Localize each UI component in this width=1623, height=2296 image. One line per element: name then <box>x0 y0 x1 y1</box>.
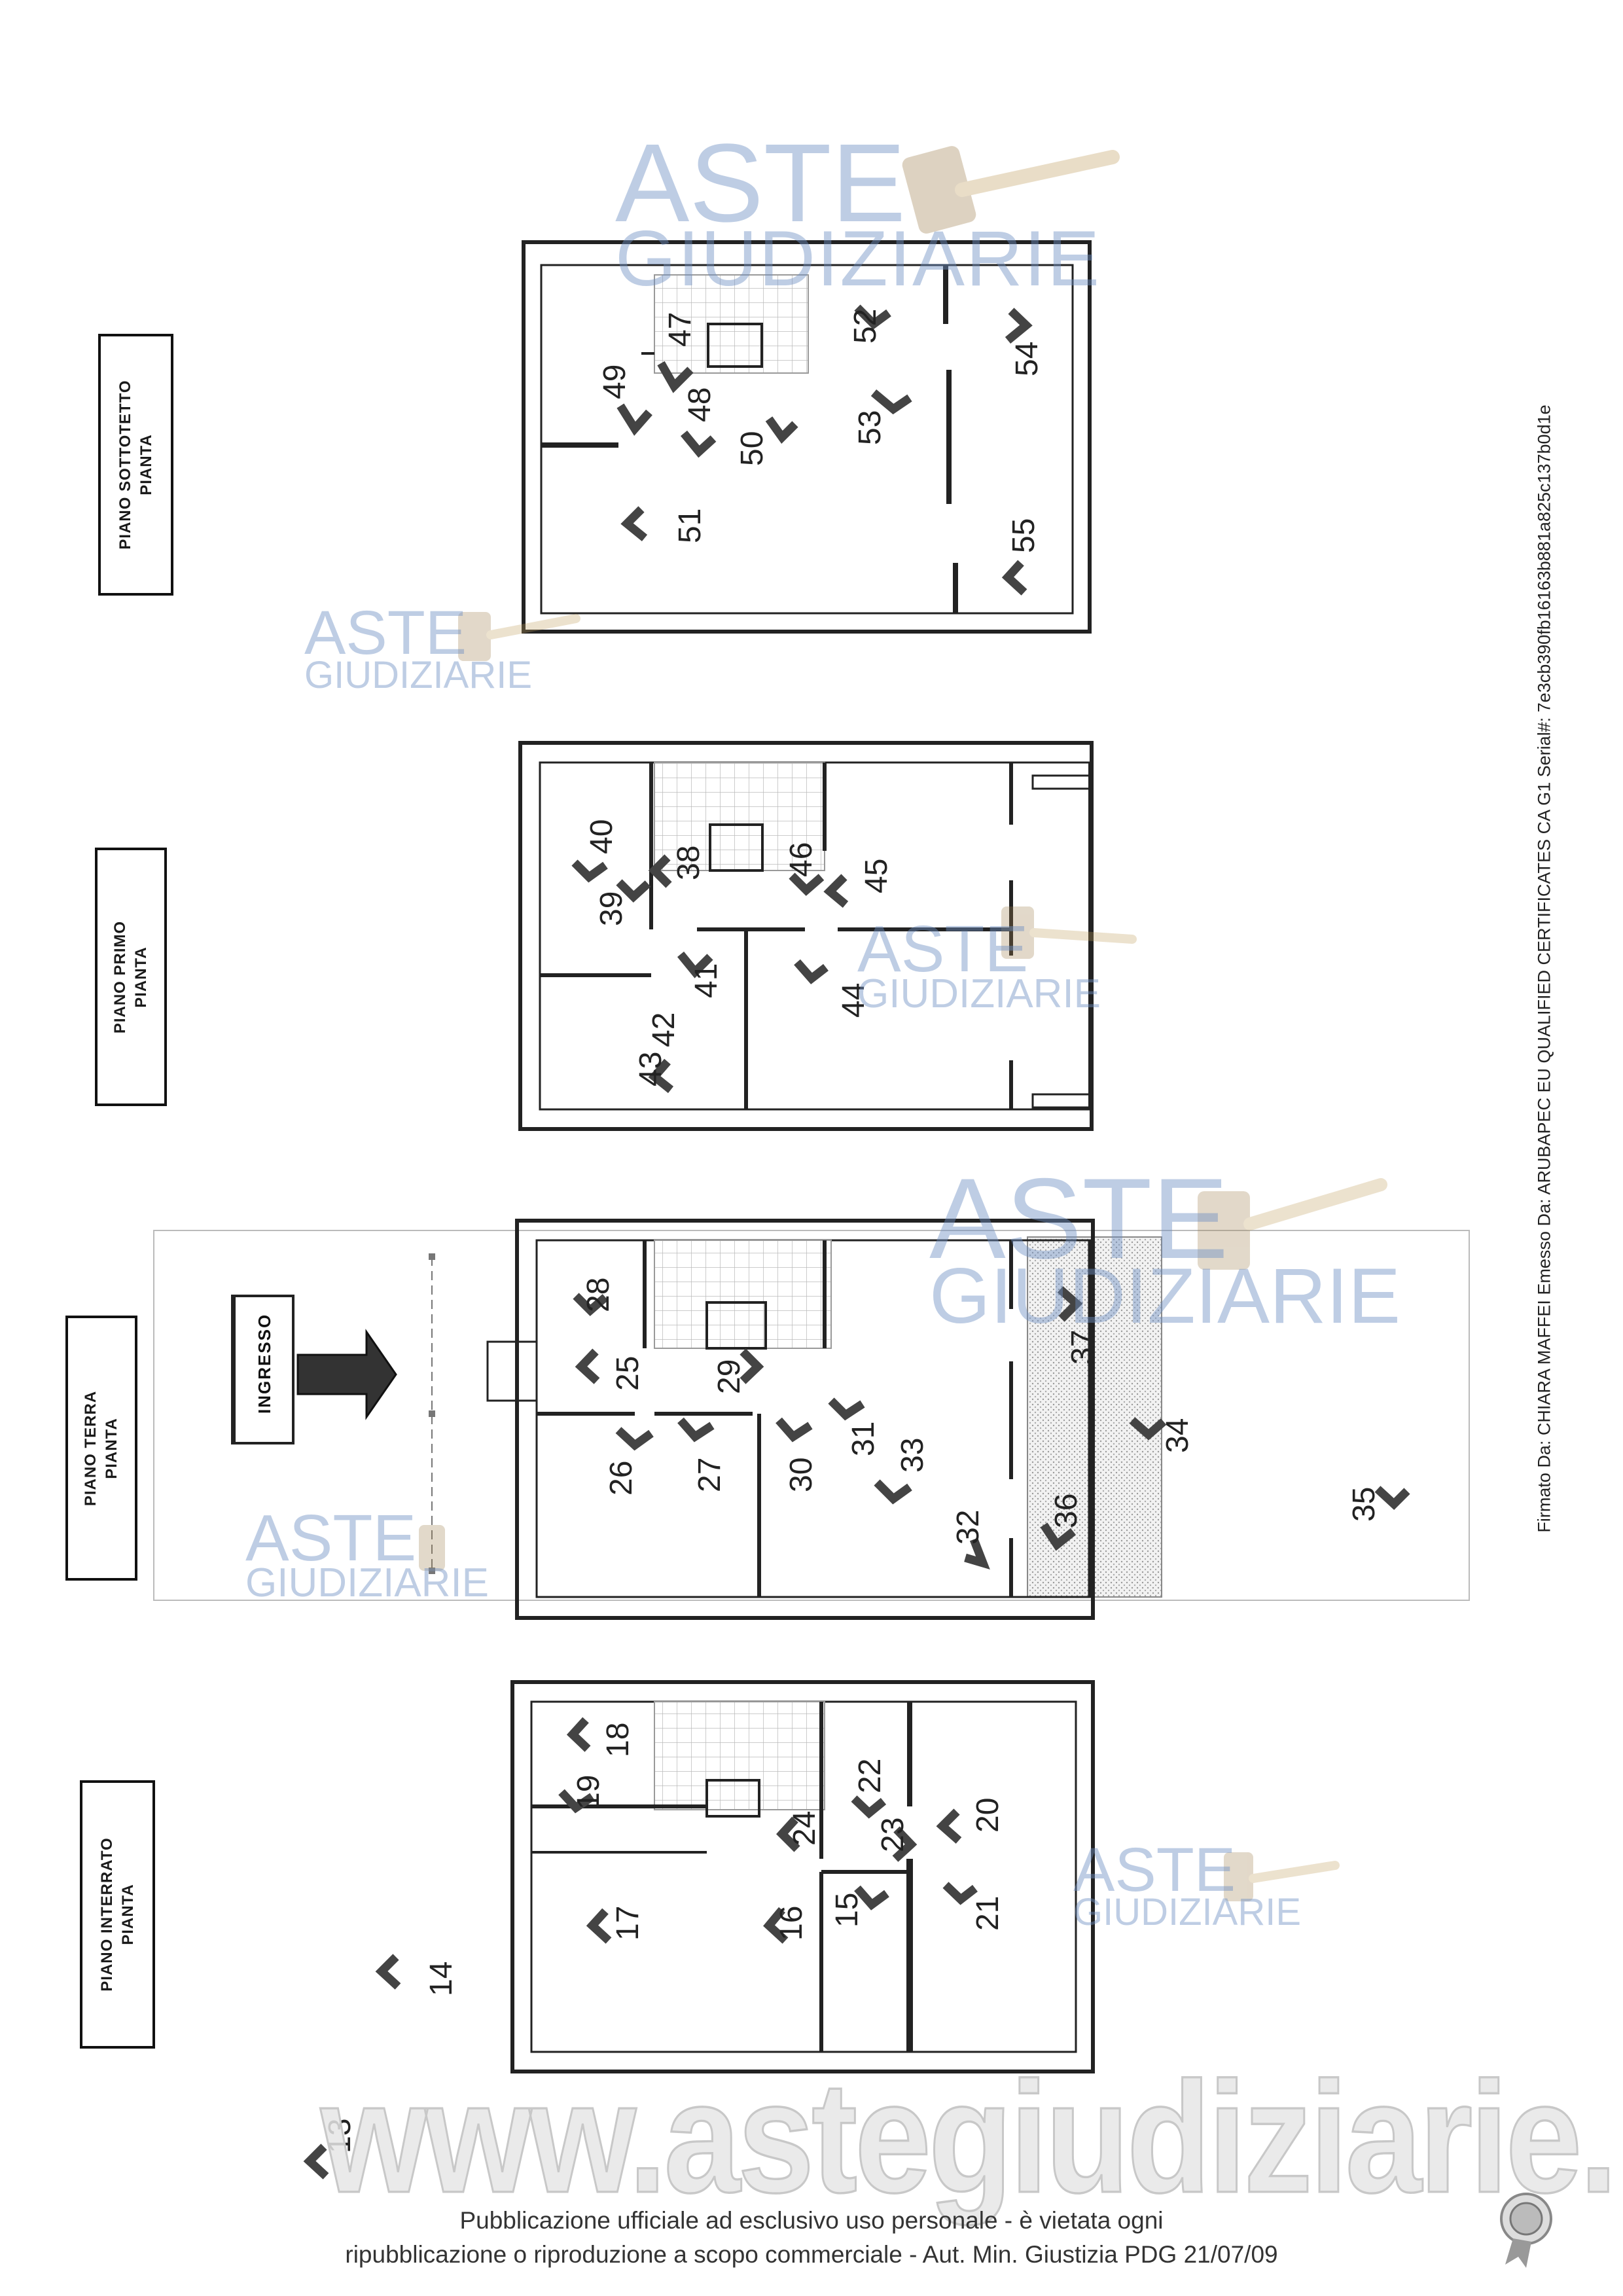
plan-sottotetto <box>522 240 1092 634</box>
watermark-logo: ASTE GIUDIZIARIE <box>1073 1839 1301 1931</box>
marker-37: 37 <box>1065 1330 1100 1365</box>
marker-25: 25 <box>611 1356 645 1391</box>
marker-29: 29 <box>712 1359 747 1394</box>
marker-48: 48 <box>683 387 717 422</box>
plan-interrato <box>510 1680 1095 2073</box>
marker-38: 38 <box>671 846 706 880</box>
marker-54: 54 <box>1010 342 1044 376</box>
marker-55: 55 <box>1007 518 1041 553</box>
marker-41: 41 <box>689 963 724 998</box>
marker-17: 17 <box>611 1906 645 1941</box>
entrance-label: INGRESSO <box>233 1295 294 1444</box>
watermark-line1: ASTE <box>857 912 1029 986</box>
plan-primo <box>518 741 1094 1131</box>
marker-52: 52 <box>848 309 883 344</box>
watermark-line2: GIUDIZIARIE <box>245 1560 490 1605</box>
gavel-icon <box>1224 1852 1340 1901</box>
marker-53: 53 <box>853 410 887 445</box>
footer-line2: ripubblicazione o riproduzione a scopo c… <box>345 2241 1278 2268</box>
marker-51: 51 <box>673 509 707 543</box>
marker-15: 15 <box>830 1893 865 1928</box>
marker-27: 27 <box>692 1458 727 1492</box>
marker-18: 18 <box>601 1723 635 1757</box>
marker-35: 35 <box>1347 1487 1382 1522</box>
watermark-line1: ASTE <box>1073 1835 1236 1905</box>
watermark-line1: ASTE <box>304 598 467 668</box>
watermark-logo: ASTE GIUDIZIARIE <box>304 602 532 694</box>
watermark-line2: GIUDIZIARIE <box>857 971 1101 1016</box>
marker-23: 23 <box>876 1818 910 1852</box>
marker-28: 28 <box>581 1278 616 1312</box>
watermark-line2: GIUDIZIARIE <box>615 215 1101 302</box>
marker-39: 39 <box>594 891 629 926</box>
marker-45: 45 <box>859 859 894 893</box>
marker-13: 13 <box>323 2119 357 2153</box>
gavel-icon <box>1001 906 1137 959</box>
marker-22: 22 <box>853 1759 887 1793</box>
seal-icon <box>1500 2193 1552 2268</box>
website-watermark: www.astegiudiziarie.it <box>320 2048 1623 2227</box>
svg-text:INGRESSO: INGRESSO <box>255 1314 274 1414</box>
marker-33: 33 <box>895 1438 930 1473</box>
marker-50: 50 <box>735 431 770 466</box>
gavel-icon <box>1198 1178 1387 1270</box>
marker-26: 26 <box>604 1461 639 1496</box>
marker-42: 42 <box>647 1013 681 1047</box>
marker-32: 32 <box>951 1510 986 1545</box>
marker-36: 36 <box>1049 1494 1084 1528</box>
gavel-icon <box>902 146 1120 234</box>
marker-16: 16 <box>774 1906 809 1941</box>
watermark-line1: ASTE <box>245 1501 417 1575</box>
gavel-icon <box>419 1525 445 1571</box>
watermark-logo: ASTE GIUDIZIARIE <box>857 916 1101 1014</box>
watermark-line2: GIUDIZIARIE <box>1073 1891 1302 1933</box>
digital-signature: Firmato Da: CHIARA MAFFEI Emesso Da: ARU… <box>1534 404 1554 1533</box>
marker-43: 43 <box>633 1052 668 1086</box>
marker-49: 49 <box>597 365 632 399</box>
watermark-logo: ASTE GIUDIZIARIE <box>929 1162 1400 1335</box>
watermark-line2: GIUDIZIARIE <box>929 1252 1401 1340</box>
marker-31: 31 <box>846 1422 881 1456</box>
marker-21: 21 <box>971 1896 1005 1931</box>
marker-34: 34 <box>1160 1418 1195 1453</box>
gavel-icon <box>458 612 580 661</box>
marker-47: 47 <box>663 312 698 347</box>
watermark-logo: ASTE GIUDIZIARIE <box>245 1505 489 1604</box>
footer-line1: Pubblicazione ufficiale ad esclusivo uso… <box>459 2207 1164 2234</box>
watermark-line1: ASTE <box>929 1155 1229 1283</box>
marker-40: 40 <box>584 819 619 854</box>
watermark-line2: GIUDIZIARIE <box>304 654 533 696</box>
marker-44: 44 <box>836 983 871 1018</box>
marker-14: 14 <box>424 1962 459 1996</box>
watermark-logo: ASTE GIUDIZIARIE <box>615 128 1101 298</box>
marker-46: 46 <box>784 842 819 877</box>
watermark-line1: ASTE <box>615 121 906 245</box>
marker-30: 30 <box>784 1458 819 1492</box>
marker-19: 19 <box>571 1775 606 1810</box>
marker-20: 20 <box>971 1798 1005 1833</box>
marker-24: 24 <box>787 1811 822 1846</box>
